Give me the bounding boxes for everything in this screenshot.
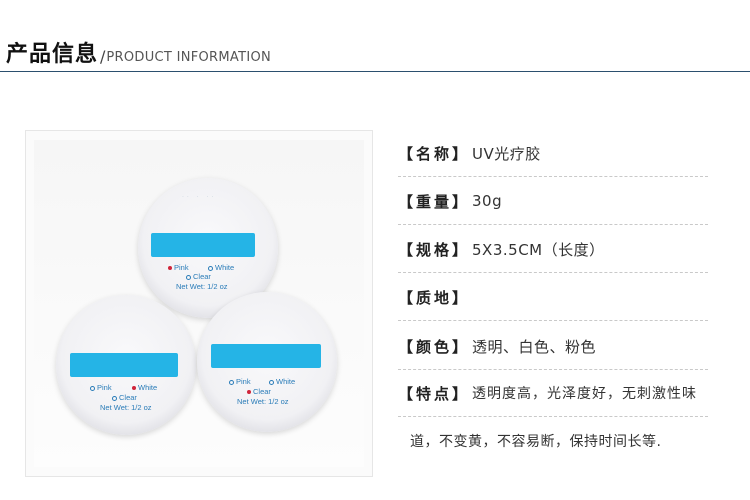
option-dot-icon (229, 379, 234, 385)
gel-jar-left: Pink White Clear Net Wet: 1/2 oz (56, 295, 196, 435)
gel-jar-right: Pink White Clear Net Wet: 1/2 oz (197, 292, 337, 432)
jar-option-pink: Pink (229, 377, 251, 386)
jar-option-white: White (132, 383, 157, 392)
spec-label: 【特点】 (398, 384, 471, 403)
jar-option-clear: Clear (112, 393, 137, 402)
spec-label: 【质地】 (398, 288, 471, 307)
spec-value: 透明度高，光泽度好，无刺激性味 (472, 386, 698, 402)
jar-label-band (70, 353, 178, 377)
option-dot-icon (90, 385, 95, 391)
product-photo: ·· · ·· Pink White Clear Net Wet: 1/2 oz… (34, 140, 364, 467)
spec-divider (398, 176, 708, 177)
spec-value: 透明、白色、粉色 (472, 337, 597, 356)
spec-value: UV光疗胶 (472, 144, 541, 163)
jar-net-weight: Net Wet: 1/2 oz (176, 282, 228, 291)
option-dot-icon (208, 265, 213, 271)
selected-dot-icon (132, 386, 136, 391)
jar-option-clear: Clear (186, 272, 211, 281)
spec-label: 【规格】 (398, 240, 471, 259)
spec-row-texture: 【质地】 (398, 286, 472, 308)
spec-divider (398, 272, 708, 273)
gel-jar-top: ·· · ·· Pink White Clear Net Wet: 1/2 oz (138, 178, 278, 318)
header-divider (0, 71, 750, 72)
spec-row-features: 【特点】 透明度高，光泽度好，无刺激性味 (398, 382, 697, 404)
spec-value: 30g (472, 192, 503, 210)
selected-dot-icon (168, 266, 172, 271)
jar-net-weight: Net Wet: 1/2 oz (237, 397, 289, 406)
spec-label: 【重量】 (398, 192, 471, 211)
jar-option-white: White (269, 377, 295, 386)
spec-divider (398, 416, 708, 417)
product-photo-frame: ·· · ·· Pink White Clear Net Wet: 1/2 oz… (25, 130, 373, 477)
spec-row-name: 【名称】 UV光疗胶 (398, 142, 541, 164)
jar-option-pink: Pink (168, 263, 189, 272)
jar-label-band (151, 233, 255, 257)
option-dot-icon (269, 379, 274, 385)
option-dot-icon (112, 395, 117, 401)
option-dot-icon (186, 274, 191, 280)
selected-dot-icon (247, 390, 251, 395)
spec-features-continued: 道，不变黄，不容易断，保持时间长等. (410, 434, 662, 450)
section-title-en: PRODUCT INFORMATION (106, 50, 272, 65)
spec-row-color: 【颜色】 透明、白色、粉色 (398, 335, 596, 357)
section-header: 产品信息 / PRODUCT INFORMATION (6, 34, 271, 68)
spec-divider (398, 320, 708, 321)
jar-option-clear: Clear (247, 387, 271, 396)
spec-divider (398, 224, 708, 225)
spec-row-size: 【规格】 5X3.5CM（长度） (398, 238, 605, 260)
spec-value: 5X3.5CM（长度） (472, 240, 605, 259)
spec-label: 【颜色】 (398, 337, 471, 356)
spec-divider (398, 369, 708, 370)
jar-lid-texture: ·· · ·· (182, 194, 217, 201)
jar-net-weight: Net Wet: 1/2 oz (100, 403, 152, 412)
title-separator: / (100, 47, 106, 66)
spec-row-weight: 【重量】 30g (398, 190, 502, 212)
jar-option-white: White (208, 263, 234, 272)
section-title-cn: 产品信息 (6, 41, 99, 67)
jar-label-band (211, 344, 321, 368)
spec-label: 【名称】 (398, 144, 471, 163)
jar-option-pink: Pink (90, 383, 112, 392)
